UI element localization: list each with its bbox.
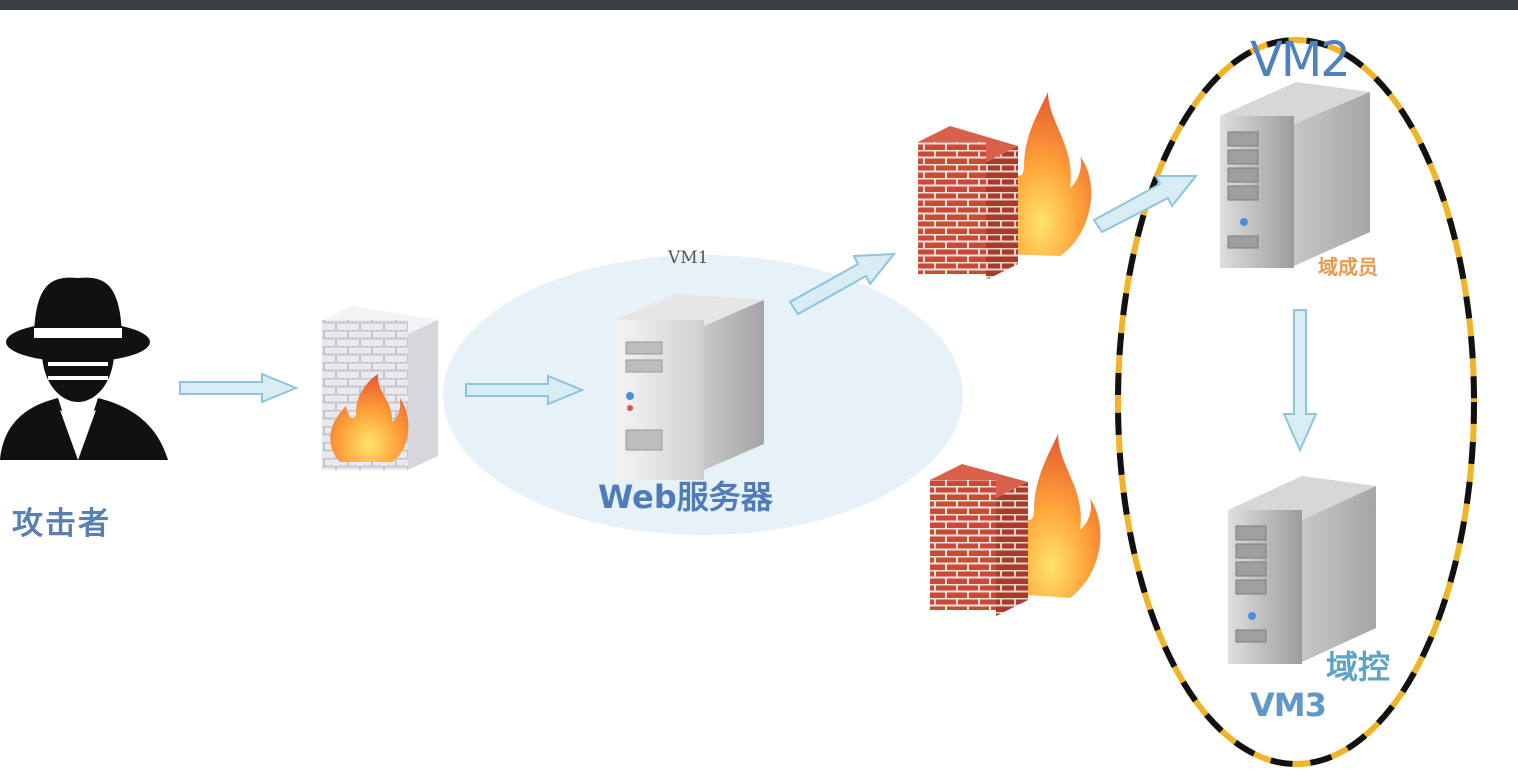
domain-ring bbox=[1115, 37, 1477, 767]
vm2-label: VM2 bbox=[1250, 32, 1351, 88]
arrow-firewall-to-vm2 bbox=[1092, 175, 1199, 234]
window-top-bar bbox=[0, 0, 1518, 10]
vm3-label: VM3 bbox=[1250, 686, 1327, 724]
web-server-label: Web服务器 bbox=[598, 478, 773, 516]
hacker-icon bbox=[0, 277, 168, 460]
arrow-attacker-to-firewall bbox=[179, 372, 299, 404]
firewall-icon bbox=[322, 306, 438, 470]
arrow-vm2-to-vm3 bbox=[1282, 309, 1318, 453]
server-tower-icon bbox=[616, 294, 764, 480]
firewall-icon bbox=[930, 434, 1101, 616]
domain-controller-label: 域控 bbox=[1326, 648, 1391, 686]
vm1-label: VM1 bbox=[668, 248, 709, 268]
network-diagram: 攻击者 VM1 Web服务器 VM2 域成员 域控 VM3 bbox=[0, 10, 1518, 774]
firewall-icon bbox=[918, 92, 1092, 280]
arrow-webserver-to-firewall-top bbox=[788, 252, 897, 316]
domain-member-label: 域成员 bbox=[1318, 255, 1378, 279]
server-tower-icon bbox=[1228, 476, 1376, 664]
server-tower-icon bbox=[1220, 82, 1370, 268]
arrow-firewall-to-webserver bbox=[465, 374, 585, 406]
attacker-label: 攻击者 bbox=[12, 506, 111, 542]
